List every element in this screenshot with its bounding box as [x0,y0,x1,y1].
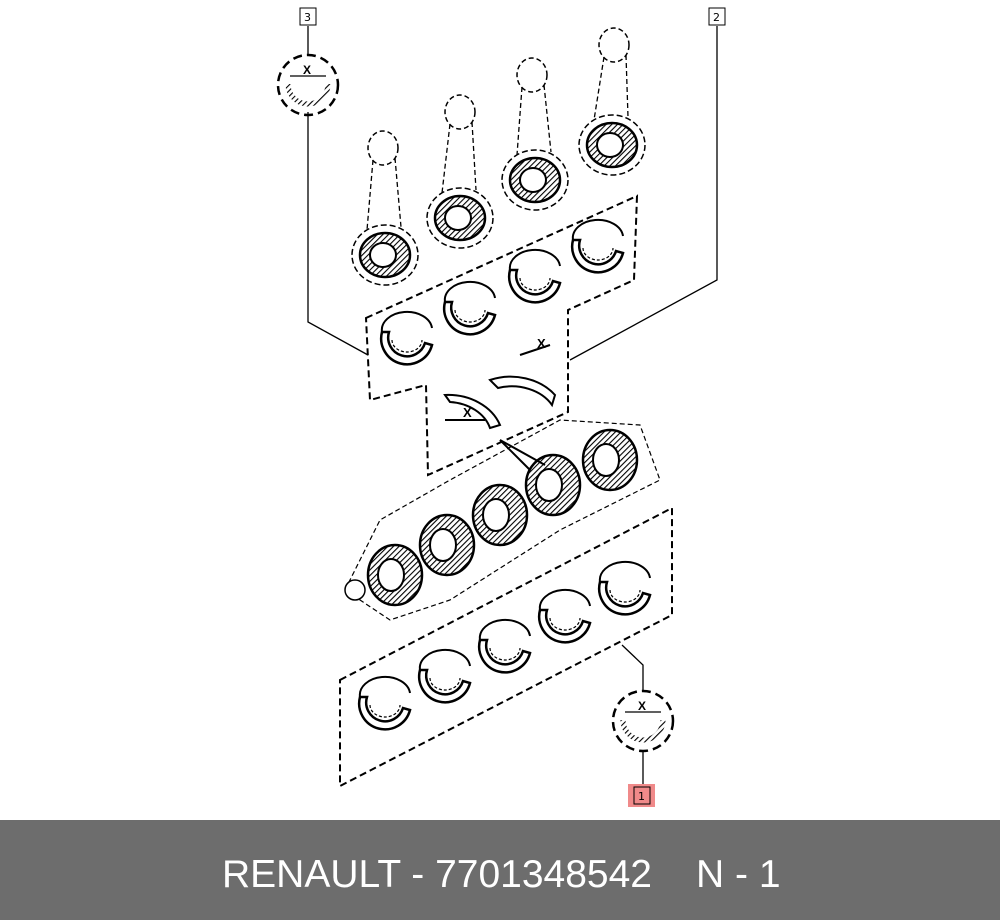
svg-text:1: 1 [638,790,645,803]
dimension-x-label: X [463,405,472,420]
oil-groove [582,247,614,261]
main-bearing-shell [477,618,532,674]
crankshaft [344,419,661,621]
main-bearing-shell [597,560,652,616]
crankshaft-journal [524,453,582,517]
rod-bore [519,167,547,193]
connecting-rod [501,57,569,211]
connecting-rods [351,27,646,286]
journal-end [592,443,620,477]
connecting-rod [351,130,419,286]
crankshaft-journal [471,483,529,547]
shell-half [507,268,562,304]
rod-small-end [516,57,548,93]
dimension-x-label: X [638,699,646,713]
rod-bore [369,242,397,268]
thrust-washers [443,344,557,471]
shell-top [598,560,651,583]
crankshaft-bearings-diagram: X X X X 3 2 1 [276,7,726,807]
bearing-shells [357,218,652,731]
leader-line-1 [621,644,644,786]
shell-half [537,608,592,644]
part-number-label: RENAULT - 7701348542 [222,853,652,896]
oil-groove [519,277,551,291]
bearing-detail-circle-1 [611,689,675,753]
callout-2[interactable]: 2 [708,7,726,26]
shell-top [358,675,411,698]
shell-top [443,280,496,303]
oil-groove [369,704,401,718]
journal-end [429,528,457,562]
conrod-bearing-group-box [364,194,639,477]
oil-groove [391,339,423,353]
journal-end [377,558,405,592]
svg-text:2: 2 [713,11,720,24]
crankshaft-journal [581,428,639,492]
journal-end [482,498,510,532]
connecting-rod [426,94,494,249]
conrod-bearing-shell [507,248,562,304]
main-bearing-shell [537,588,592,644]
shell-half [597,580,652,616]
crankshaft-nose [344,579,366,601]
shell-top [418,648,471,671]
shell-half [379,330,434,366]
rod-bore [444,205,472,231]
footer-bar: RENAULT - 7701348542 N - 1 [0,820,1000,920]
dimension-x-label: X [303,63,311,77]
rod-beam [441,121,477,194]
main-bearing-shell [417,648,472,704]
quantity-label: N - 1 [696,853,781,896]
crankshaft-journal [418,513,476,577]
dimension-x-label: X [537,336,546,351]
shell-half [570,238,625,274]
rod-small-end [367,130,399,166]
rod-small-end [444,94,476,130]
oil-groove [549,617,581,631]
crankshaft-journal [366,543,424,607]
callout-3[interactable]: 3 [299,7,317,26]
connecting-rod [578,27,646,176]
main-bearing-shell [357,675,412,731]
shell-top [571,218,624,241]
conrod-bearing-shell [379,310,434,366]
shell-half [417,668,472,704]
shell-half [477,638,532,674]
oil-groove [489,647,521,661]
rod-small-end [598,27,630,63]
rod-beam [593,54,629,121]
callout-1-highlighted[interactable]: 1 [628,784,655,807]
oil-groove [454,309,486,323]
shell-top [538,588,591,611]
bearing-detail-circle-3 [276,53,340,117]
shell-top [380,310,433,333]
rod-bore [596,132,624,158]
leader-line-3 [307,26,369,356]
conrod-bearing-shell [570,218,625,274]
shell-half [357,695,412,731]
rod-beam [516,84,552,156]
shell-top [478,618,531,641]
shell-top [508,248,561,271]
oil-groove [429,677,461,691]
leader-line-2 [569,26,718,361]
svg-text:3: 3 [304,11,311,24]
rod-beam [366,157,402,231]
shell-half [442,300,497,336]
conrod-bearing-shell [442,280,497,336]
oil-groove [609,589,641,603]
journal-end [535,468,563,502]
